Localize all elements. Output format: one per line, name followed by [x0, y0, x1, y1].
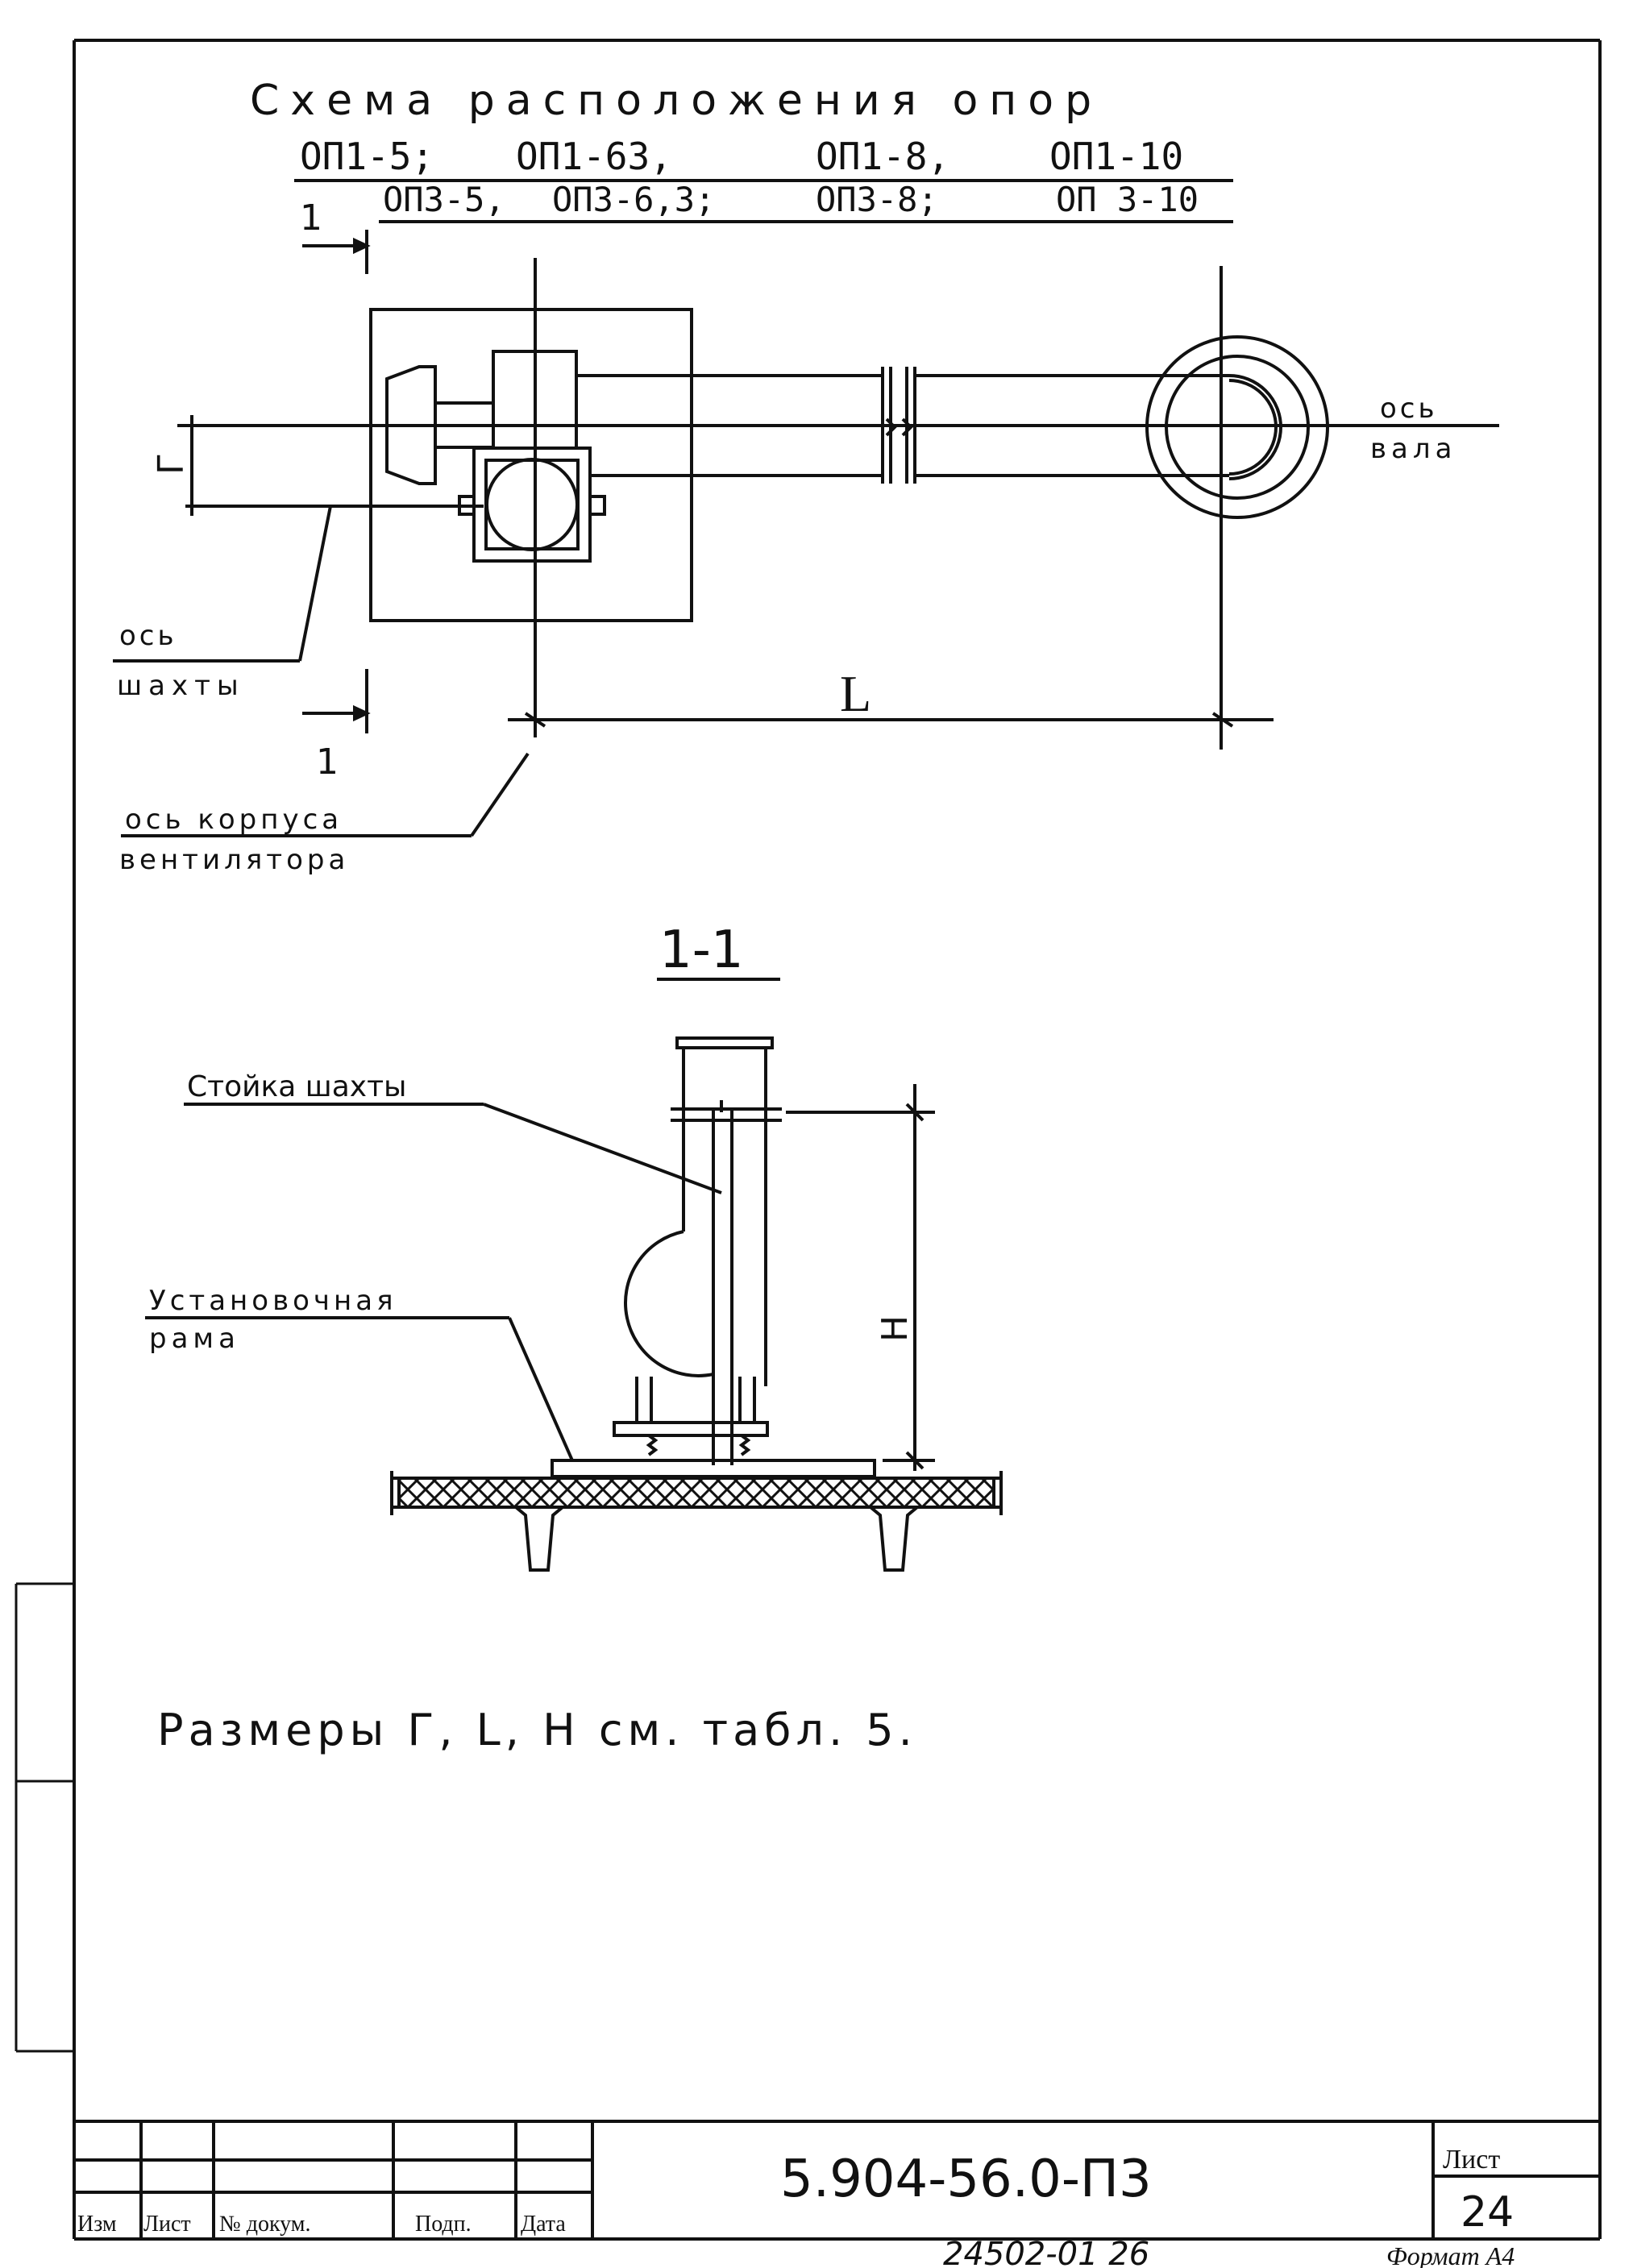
- plan-view: [113, 230, 1499, 837]
- title-block-columns: Изм Лист № докум. Подп. Дата: [77, 2212, 566, 2237]
- mine-axis-label-line2: шахты: [117, 670, 245, 702]
- model-label: ОП3-5,: [383, 180, 505, 219]
- mine-axis-label-line1: ось: [119, 620, 177, 652]
- column-signature: Подп.: [415, 2212, 472, 2237]
- model-label: ОП 3-10: [1056, 180, 1199, 219]
- inventory-number: 24502-01 26: [943, 2236, 1149, 2268]
- model-label: ОП1-5;: [300, 135, 434, 178]
- column-list: Лист: [143, 2212, 191, 2237]
- section-mark-bottom: 1: [316, 741, 339, 783]
- model-label: ОП3-8;: [816, 180, 938, 219]
- sheet-frame: [73, 39, 1602, 2241]
- binding-strip: [15, 1582, 74, 2053]
- dimension-r-label: Г: [151, 453, 192, 475]
- column-doc-number: № докум.: [219, 2212, 311, 2237]
- stand-label: Стойка шахты: [187, 1070, 406, 1103]
- dimension-l-label: L: [840, 665, 871, 722]
- format-label: Формат А4: [1386, 2241, 1515, 2268]
- section-mark-top: 1: [300, 197, 322, 239]
- frame-label-line2: рама: [149, 1323, 240, 1355]
- sheet-number: 24: [1461, 2188, 1514, 2237]
- models-row-1: ОП1-5; ОП1-63, ОП1-8, ОП1-10: [300, 135, 1183, 178]
- model-label: ОП1-8,: [816, 135, 949, 178]
- dimensions-note: Размеры Г, L, Н см. табл. 5.: [157, 1705, 917, 1755]
- shaft-axis-label-line1: ось: [1380, 393, 1438, 425]
- shaft-axis-label-line2: вала: [1370, 433, 1456, 465]
- column-date: Дата: [521, 2212, 566, 2237]
- column-izm: Изм: [77, 2212, 117, 2237]
- model-label: ОП3-6,3;: [552, 180, 715, 219]
- dimension-h-label: Н: [875, 1315, 916, 1342]
- drawing-title: Схема расположения опор: [250, 77, 1103, 125]
- sheet-label: Лист: [1443, 2145, 1500, 2175]
- section-title: 1-1: [659, 920, 744, 980]
- frame-label-line1: Установочная: [149, 1285, 397, 1317]
- housing-axis-label-line2: вентилятора: [119, 844, 349, 876]
- model-label: ОП1-10: [1049, 135, 1183, 178]
- model-label: ОП1-63,: [516, 135, 672, 178]
- title-block: [74, 2120, 1600, 2239]
- section-view: [145, 1036, 1003, 1572]
- models-row-2: ОП3-5, ОП3-6,3; ОП3-8; ОП 3-10: [383, 180, 1199, 219]
- housing-axis-label-line1: ось корпуса: [125, 804, 343, 836]
- document-code: 5.904-56.0-П3: [780, 2150, 1152, 2209]
